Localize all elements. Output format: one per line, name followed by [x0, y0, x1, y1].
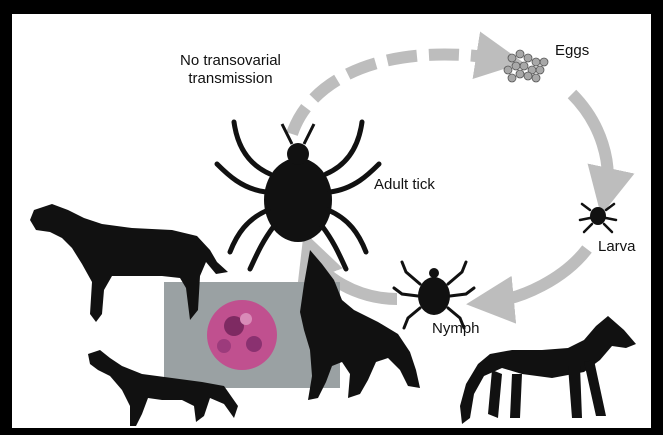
- no-transovarial-line1: No transovarial: [180, 52, 281, 70]
- nymph-silhouette: [394, 262, 474, 328]
- dashed-arrow-adult-to-eggs: [292, 54, 500, 134]
- adult-tick-silhouette: [217, 122, 379, 269]
- arrow-larva-to-nymph: [490, 249, 587, 302]
- nymph-label: Nymph: [432, 320, 480, 338]
- life-cycle-svg: [12, 14, 651, 428]
- adult-tick-label: Adult tick: [374, 176, 435, 194]
- coyote-silhouette: [460, 316, 636, 424]
- arrow-eggs-to-larva: [572, 94, 608, 192]
- diagram-panel: No transovarial transmission Eggs Adult …: [12, 14, 651, 428]
- eggs-cluster: [504, 50, 548, 82]
- wolf-silhouette: [300, 250, 420, 400]
- no-transovarial-label: No transovarial transmission: [180, 52, 281, 88]
- no-transovarial-line2: transmission: [180, 70, 281, 88]
- larva-label: Larva: [598, 238, 636, 256]
- dog-silhouette: [30, 204, 228, 322]
- larva-silhouette: [580, 204, 616, 232]
- eggs-label: Eggs: [555, 42, 589, 60]
